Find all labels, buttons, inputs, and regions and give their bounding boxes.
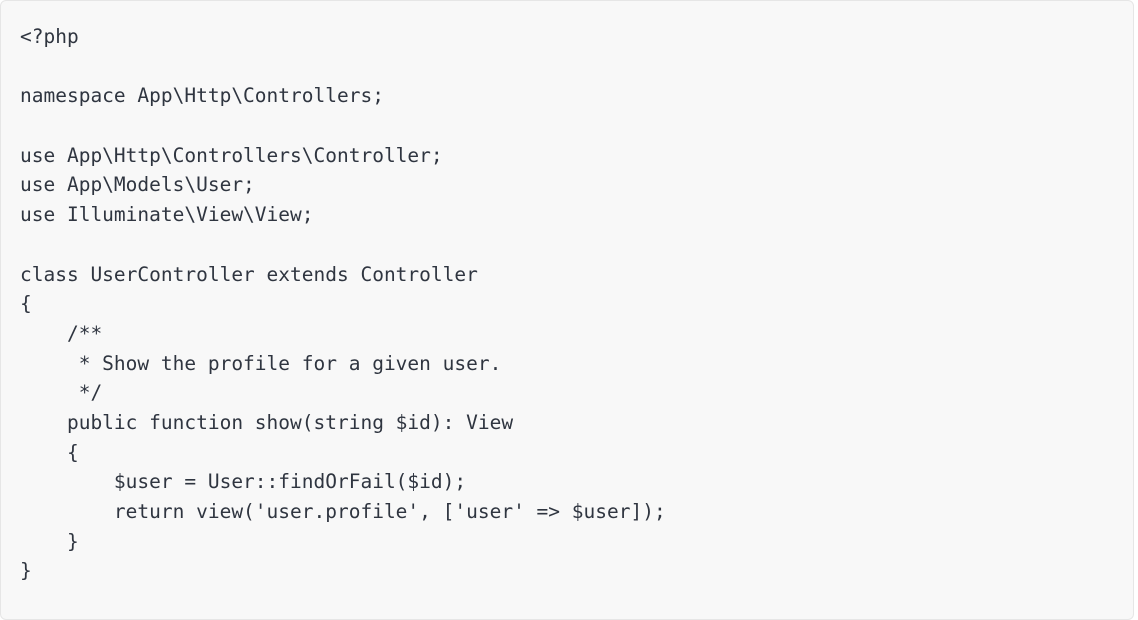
code-line: { (20, 292, 32, 316)
code-line (20, 111, 666, 141)
code-line: } (20, 529, 79, 553)
code-line: /** (20, 321, 103, 345)
code-line (20, 52, 666, 82)
code-line: * Show the profile for a given user. (20, 351, 502, 375)
code-line: <?php (20, 25, 79, 48)
code-line: public function show(string $id): View (20, 410, 514, 434)
code-line (20, 230, 666, 260)
code-line: use Illuminate\View\View; (20, 203, 314, 227)
code-line: use App\Http\Controllers\Controller; (20, 143, 443, 167)
code-line: use App\Models\User; (20, 173, 255, 197)
code-line: */ (20, 381, 103, 405)
code-line: { (20, 440, 79, 464)
code-line: class UserController extends Controller (20, 262, 478, 286)
code-content: <?php namespace App\Http\Controllers; use … (20, 22, 666, 586)
code-line: return view('user.profile', ['user' => $… (20, 500, 666, 523)
code-line: } (20, 559, 32, 583)
code-line: namespace App\Http\Controllers; (20, 84, 384, 108)
code-line: $user = User::findOrFail($id); (20, 470, 467, 494)
